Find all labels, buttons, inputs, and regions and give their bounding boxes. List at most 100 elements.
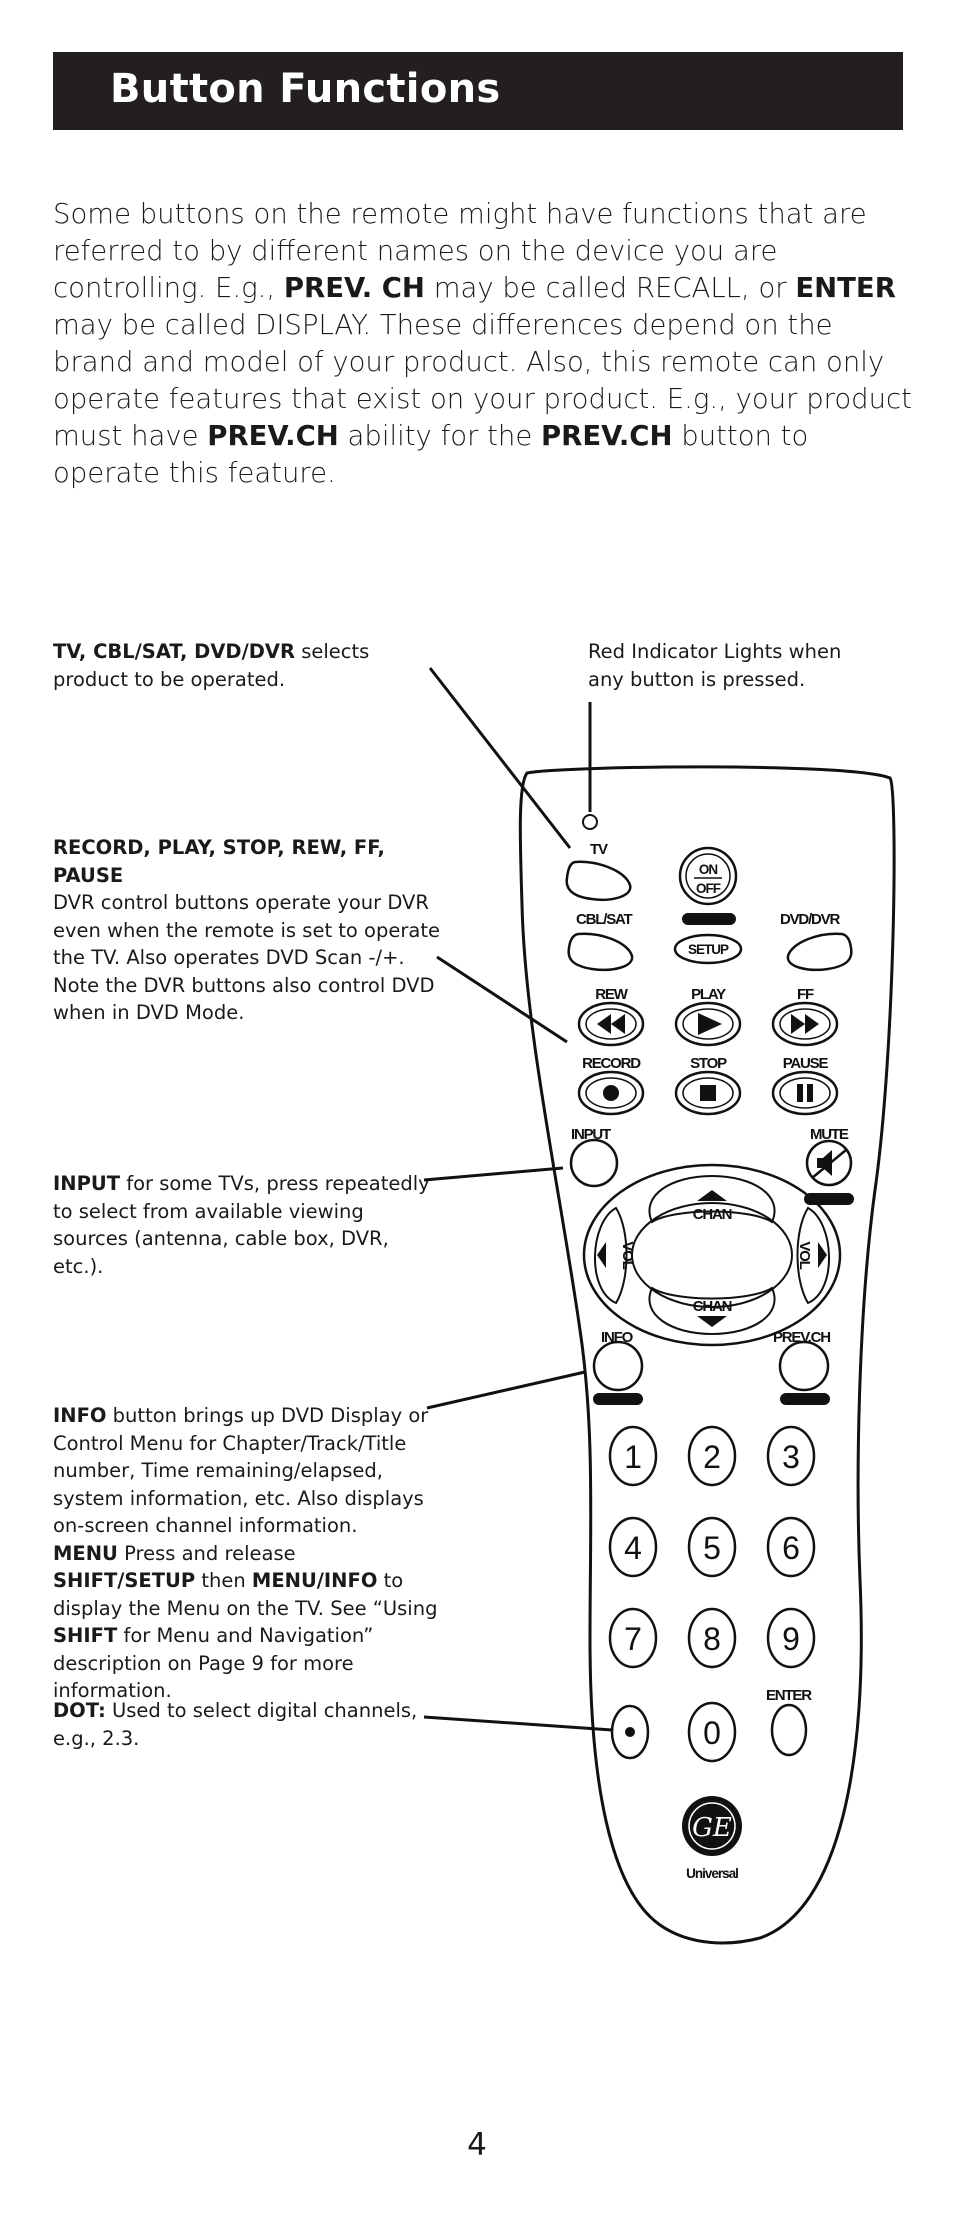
stop-icon — [700, 1085, 716, 1101]
brand-label: Universal — [686, 1866, 738, 1881]
annotation-bold: INFO — [53, 1404, 107, 1427]
input-button[interactable] — [569, 1138, 619, 1188]
mute-button[interactable] — [805, 1139, 853, 1187]
digit-label: 2 — [703, 1439, 721, 1475]
channel-volume-pad — [582, 1163, 842, 1347]
shift-bar-icon — [682, 913, 736, 925]
stop-button[interactable] — [674, 1070, 742, 1116]
play-label: PLAY — [691, 986, 726, 1003]
stop-label: STOP — [690, 1055, 727, 1072]
intro-bold-prev-ch: PREV. CH — [283, 272, 425, 304]
leader-line-info — [426, 1370, 586, 1410]
setup-button[interactable] — [673, 933, 743, 965]
dvd-dvr-button[interactable] — [786, 932, 853, 972]
annotation-bold: MENU/INFO — [251, 1569, 378, 1592]
mute-speaker-icon — [817, 1150, 832, 1176]
shift-bar-icon — [780, 1393, 830, 1405]
digit-button-2[interactable]: 2 — [687, 1425, 737, 1487]
chan-down-label: CHAN — [693, 1298, 732, 1315]
intro-text-5: button to operate this feature. — [53, 420, 809, 489]
digit-button-3[interactable]: 3 — [766, 1425, 816, 1487]
annotation-input: INPUT for some TVs, press repeatedly to … — [53, 1170, 443, 1280]
digit-label: 6 — [782, 1530, 800, 1566]
power-button[interactable] — [678, 846, 738, 906]
leader-line-dot — [423, 1715, 613, 1732]
digit-button-7[interactable]: 7 — [608, 1607, 658, 1669]
rewind-icon — [597, 1014, 625, 1034]
vol-down-button[interactable] — [594, 1206, 628, 1305]
vol-right-label: VOL — [796, 1241, 813, 1269]
intro-text-4: ability for the — [338, 420, 541, 452]
annotation-text: button brings up DVD Display or Control … — [53, 1404, 429, 1537]
intro-bold-enter: ENTER — [795, 272, 896, 304]
page-title: Button Functions — [110, 66, 501, 112]
play-button[interactable] — [674, 1001, 742, 1047]
enter-button[interactable] — [770, 1703, 808, 1757]
digit-label: 4 — [624, 1530, 642, 1566]
ff-button[interactable] — [771, 1001, 839, 1047]
tv-button[interactable] — [565, 860, 632, 901]
annotation-product-select: TV, CBL/SAT, DVD/DVR selects product to … — [53, 638, 443, 693]
on-label: ON — [699, 862, 718, 877]
annotation-info-menu: INFO button brings up DVD Display or Con… — [53, 1402, 443, 1705]
input-label: INPUT — [571, 1126, 611, 1143]
digit-button-0[interactable]: 0 — [687, 1701, 737, 1763]
annotation-bold: TV, CBL/SAT, DVD/DVR — [53, 640, 296, 663]
rew-label: REW — [595, 986, 628, 1003]
digit-button-4[interactable]: 4 — [608, 1516, 658, 1578]
vol-up-button[interactable] — [796, 1206, 830, 1305]
fast-forward-icon — [791, 1014, 819, 1034]
digit-label: 5 — [703, 1530, 721, 1566]
annotation-text: selects product to be operated. — [53, 640, 370, 691]
annotation-text: for some TVs, press repeatedly to select… — [53, 1172, 430, 1278]
digit-button-6[interactable]: 6 — [766, 1516, 816, 1578]
intro-bold-prevch-2: PREV.CH — [541, 420, 673, 452]
indicator-light-icon — [582, 814, 598, 830]
annotation-dot: DOT: Used to select digital channels, e.… — [53, 1697, 443, 1752]
digit-button-1[interactable]: 1 — [608, 1425, 658, 1487]
digit-label: 1 — [624, 1439, 642, 1475]
info-button[interactable] — [592, 1340, 644, 1392]
chan-up-label: CHAN — [693, 1206, 732, 1223]
annotation-bold: SHIFT/SETUP — [53, 1569, 196, 1592]
annotation-bold: INPUT — [53, 1172, 121, 1195]
digit-button-8[interactable]: 8 — [687, 1607, 737, 1669]
annotation-bold: RECORD, PLAY, STOP, REW, FF, PAUSE — [53, 836, 385, 887]
leader-line-input — [423, 1166, 564, 1182]
annotation-bold: SHIFT — [53, 1624, 118, 1647]
annotation-text: Used to select digital channels, e.g., 2… — [53, 1699, 418, 1750]
leader-line-product — [428, 667, 572, 849]
enter-label: ENTER — [766, 1687, 812, 1704]
power-button-ring — [685, 853, 731, 899]
chan-down-button[interactable] — [648, 1286, 776, 1336]
pause-button[interactable] — [771, 1070, 839, 1116]
annotation-text: then — [195, 1569, 252, 1592]
prev-ch-button[interactable] — [778, 1340, 830, 1392]
ge-logo-icon: GE — [682, 1796, 742, 1856]
intro-bold-prevch-1: PREV.CH — [207, 420, 339, 452]
annotation-text: Red Indicator Lights when any button is … — [588, 640, 842, 691]
dot-icon — [625, 1727, 635, 1737]
intro-text-3: may be called DISPLAY. These differences… — [53, 309, 912, 452]
vol-up-icon — [818, 1242, 827, 1268]
record-button[interactable] — [577, 1070, 645, 1116]
section-header: Button Functions — [53, 52, 903, 130]
digit-button-5[interactable]: 5 — [687, 1516, 737, 1578]
rew-button[interactable] — [577, 1001, 645, 1047]
annotation-indicator-light: Red Indicator Lights when any button is … — [588, 638, 878, 693]
setup-label: SETUP — [688, 942, 729, 957]
digit-button-9[interactable]: 9 — [766, 1607, 816, 1669]
info-label: INFO — [601, 1329, 634, 1346]
cbl-sat-button[interactable] — [567, 932, 634, 972]
dvd-dvr-label: DVD/DVR — [780, 911, 840, 928]
intro-paragraph: Some buttons on the remote might have fu… — [53, 196, 913, 492]
pause-icon — [797, 1084, 803, 1102]
annotation-bold: DOT: — [53, 1699, 106, 1722]
off-label: OFF — [696, 881, 721, 896]
record-label: RECORD — [582, 1055, 641, 1072]
annotation-bold: MENU — [53, 1541, 118, 1565]
dot-button[interactable] — [610, 1704, 650, 1760]
svg-text:GE: GE — [692, 1813, 732, 1843]
chan-up-button[interactable] — [648, 1174, 776, 1224]
